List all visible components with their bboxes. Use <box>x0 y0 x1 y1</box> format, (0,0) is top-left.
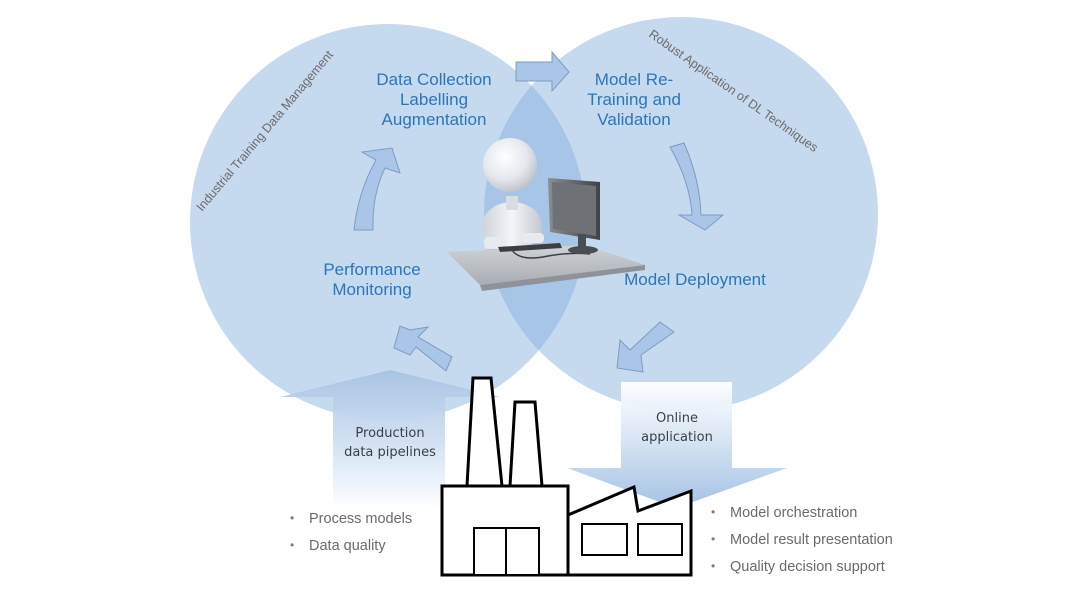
bullet-icon: • <box>711 532 715 546</box>
right-bullet-list: • Model orchestration • Model result pre… <box>711 505 893 575</box>
factory-window-2 <box>637 523 683 556</box>
arrow-up-left-icon <box>393 325 453 372</box>
step-model-deployment: Model Deployment <box>624 270 766 289</box>
bullet-text: Data quality <box>309 538 386 554</box>
step-line: Labelling <box>400 90 468 109</box>
step-line: Performance <box>323 260 420 279</box>
list-item: • Quality decision support <box>711 559 885 575</box>
step-line: Model Re- <box>595 70 673 89</box>
list-item: • Model result presentation <box>711 532 893 548</box>
step-line: Validation <box>597 110 670 129</box>
pipeline-line: Online <box>656 411 698 426</box>
step-data-collection: Data Collection Labelling Augmentation <box>376 70 491 129</box>
left-circle <box>190 24 586 420</box>
production-pipeline-arrow <box>280 370 500 510</box>
pipeline-line: application <box>641 430 713 445</box>
bullet-icon: • <box>290 511 294 525</box>
list-item: • Data quality <box>290 538 386 554</box>
bullet-text: Quality decision support <box>730 559 885 575</box>
production-pipeline-label: Production data pipelines <box>344 426 436 460</box>
factory-window-1 <box>581 523 628 556</box>
right-circle <box>484 17 878 411</box>
person-at-computer-icon <box>447 138 645 291</box>
bullet-text: Process models <box>309 511 412 527</box>
bullet-text: Model result presentation <box>730 532 893 548</box>
bullet-icon: • <box>290 538 294 552</box>
arrow-curved-up-icon <box>353 147 401 231</box>
bullet-text: Model orchestration <box>730 505 857 521</box>
online-application-arrow <box>567 382 787 508</box>
step-line: Model Deployment <box>624 270 766 289</box>
arrow-curved-down-icon <box>669 142 725 231</box>
bullet-icon: • <box>711 559 715 573</box>
step-model-retraining: Model Re- Training and Validation <box>587 70 681 129</box>
arrow-down-left-icon <box>616 321 675 373</box>
chimney-1 <box>465 376 504 488</box>
pipeline-line: Production <box>355 426 424 441</box>
factory-icon <box>440 376 693 577</box>
step-line: Data Collection <box>376 70 491 89</box>
step-line: Augmentation <box>382 110 487 129</box>
step-line: Training and <box>587 90 681 109</box>
step-performance-monitoring: Performance Monitoring <box>323 260 420 299</box>
step-line: Monitoring <box>332 280 411 299</box>
chimney-2 <box>508 400 544 488</box>
arrow-right-icon <box>515 50 570 93</box>
bullet-icon: • <box>711 505 715 519</box>
online-application-label: Online application <box>641 411 713 445</box>
pipeline-line: data pipelines <box>344 445 436 460</box>
left-bullet-list: • Process models • Data quality <box>290 511 412 554</box>
list-item: • Process models <box>290 511 412 527</box>
list-item: • Model orchestration <box>711 505 857 521</box>
